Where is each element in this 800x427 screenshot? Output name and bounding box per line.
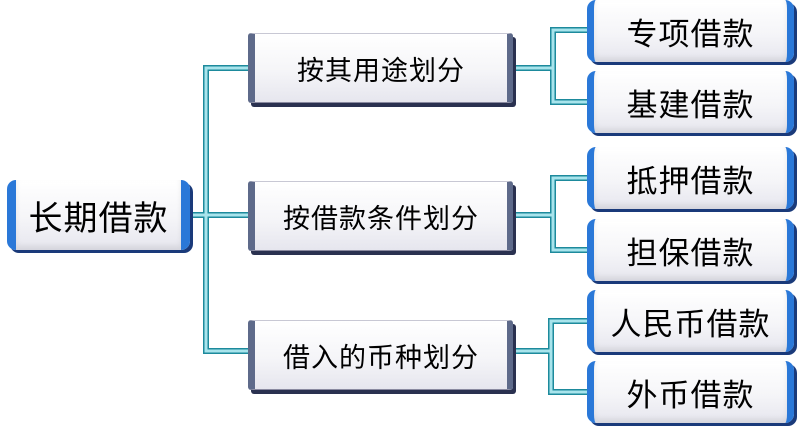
leaf-node-mortgage-loan: 抵押借款 (587, 147, 794, 209)
leaf-label: 外币借款 (626, 377, 755, 414)
group-highlight (261, 37, 501, 41)
group-label-currency: 借入的币种划分 (283, 342, 479, 374)
leaf-label: 担保借款 (626, 235, 755, 272)
leaf-label: 基建借款 (626, 87, 755, 124)
leaf-highlight (600, 364, 781, 368)
leaf-highlight (600, 74, 781, 78)
group-node-conditions: 按借款条件划分 (248, 181, 513, 251)
leaf-highlight (600, 293, 781, 297)
leaf-highlight (600, 222, 781, 226)
leaf-highlight (600, 150, 781, 154)
leaf-node-foreign-currency-loan: 外币借款 (587, 361, 794, 423)
leaf-label: 抵押借款 (626, 163, 755, 200)
root-node: 长期借款 (7, 180, 190, 250)
leaf-highlight (600, 3, 781, 7)
leaf-node-special-loan: 专项借款 (587, 0, 794, 62)
leaf-label: 专项借款 (626, 16, 755, 53)
leaf-node-guaranteed-loan: 担保借款 (587, 219, 794, 281)
group-node-usage: 按其用途划分 (248, 33, 513, 103)
group-highlight (261, 185, 501, 189)
leaf-node-rmb-loan: 人民币借款 (587, 290, 794, 352)
root-label: 长期借款 (28, 198, 169, 239)
group-1-connector (510, 27, 590, 105)
leaf-label: 人民币借款 (610, 306, 771, 343)
root-connector (187, 65, 251, 354)
root-highlight (22, 183, 175, 187)
group-highlight (261, 324, 501, 328)
leaf-node-construction-loan: 基建借款 (587, 71, 794, 133)
group-label-usage: 按其用途划分 (297, 55, 465, 87)
group-node-currency: 借入的币种划分 (248, 320, 513, 390)
group-label-conditions: 按借款条件划分 (283, 203, 479, 235)
